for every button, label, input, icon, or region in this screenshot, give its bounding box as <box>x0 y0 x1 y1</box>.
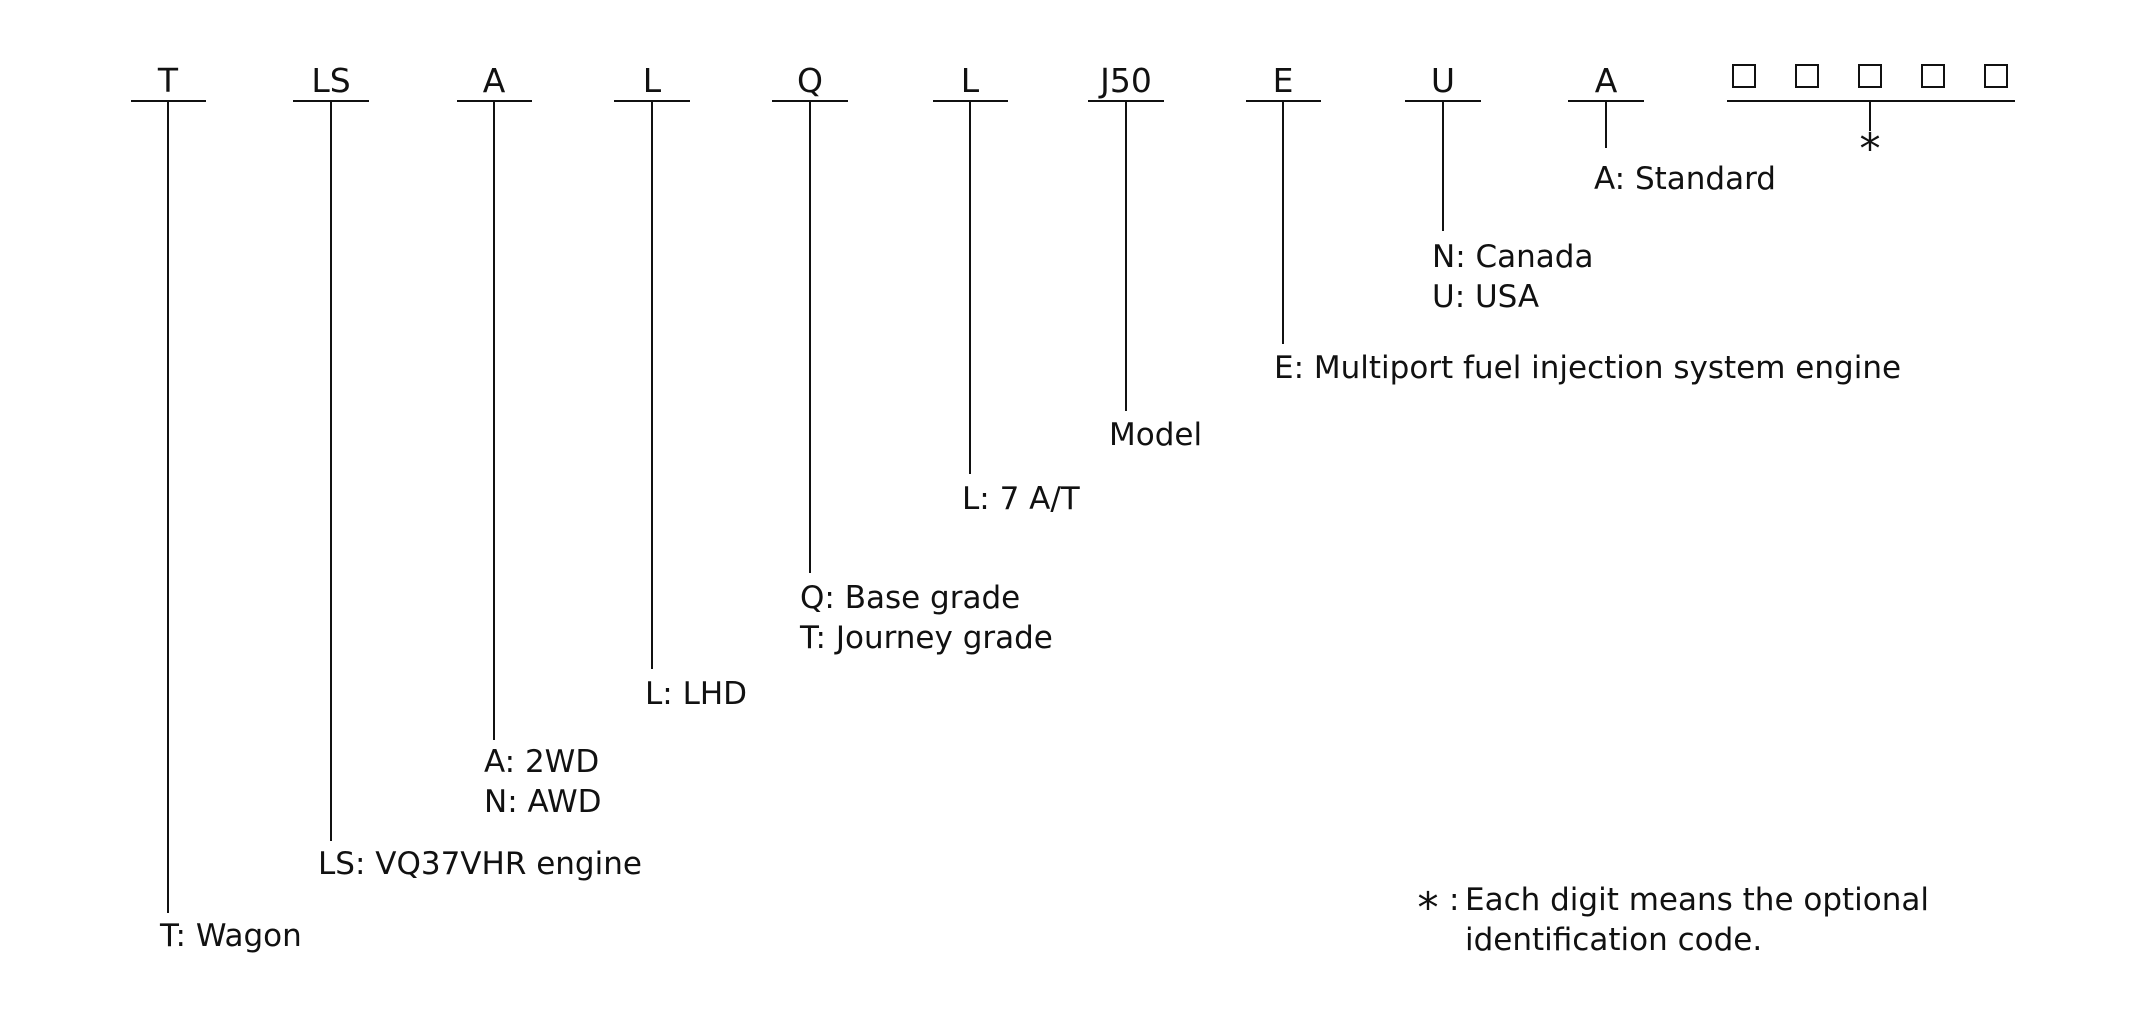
footnote: * : Each digit means the optional identi… <box>1418 882 1930 958</box>
code-column-engine: LS LS: VQ37VHR engine <box>293 61 642 882</box>
code-label: E: Multiport fuel injection system engin… <box>1274 350 1901 386</box>
optional-digit-box <box>1858 64 1882 88</box>
code-column-fuel-system: E E: Multiport fuel injection system eng… <box>1246 61 1901 386</box>
footnote-asterisk: * <box>1418 883 1439 932</box>
code-label: A: 2WD <box>484 744 599 780</box>
code-letter: LS <box>311 61 350 100</box>
optional-digit-boxes: * <box>1727 64 2015 173</box>
code-column-model: J50 Model <box>1088 61 1202 453</box>
code-label: A: Standard <box>1594 161 1776 197</box>
code-letter: A <box>1595 61 1618 100</box>
footnote-text: identification code. <box>1465 922 1762 958</box>
code-letter: T <box>157 61 179 100</box>
footnote-colon: : <box>1449 882 1459 918</box>
optional-digit-box <box>1984 64 2008 88</box>
code-label: L: 7 A/T <box>962 481 1081 517</box>
code-letter: A <box>483 61 506 100</box>
code-label: T: Wagon <box>159 918 302 954</box>
code-label: T: Journey grade <box>799 620 1053 656</box>
code-label: Model <box>1109 417 1202 453</box>
code-letter: L <box>961 61 980 100</box>
optional-digit-box <box>1921 64 1945 88</box>
footnote-text: Each digit means the optional <box>1465 882 1929 918</box>
code-label: Q: Base grade <box>800 580 1020 616</box>
code-letter: L <box>643 61 662 100</box>
code-letter: U <box>1431 61 1455 100</box>
code-column-transmission: L L: 7 A/T <box>933 61 1081 517</box>
optional-digit-box <box>1795 64 1819 88</box>
code-label: N: Canada <box>1432 239 1593 275</box>
code-column-steering: L L: LHD <box>614 61 747 712</box>
code-column-drive: A A: 2WD N: AWD <box>457 61 602 820</box>
code-column-destination: U N: Canada U: USA <box>1405 61 1593 315</box>
code-column-grade: Q Q: Base grade T: Journey grade <box>772 61 1053 656</box>
optional-digit-box <box>1732 64 1756 88</box>
code-letter: E <box>1273 61 1294 100</box>
code-column-specification: A A: Standard <box>1568 61 1776 197</box>
asterisk-marker: * <box>1860 124 1881 173</box>
code-label: L: LHD <box>645 676 747 712</box>
code-letter: J50 <box>1098 61 1152 100</box>
code-column-body-type: T T: Wagon <box>131 61 302 954</box>
code-label: N: AWD <box>484 784 602 820</box>
code-label: LS: VQ37VHR engine <box>318 846 642 882</box>
code-letter: Q <box>797 61 823 100</box>
code-label: U: USA <box>1432 279 1539 315</box>
